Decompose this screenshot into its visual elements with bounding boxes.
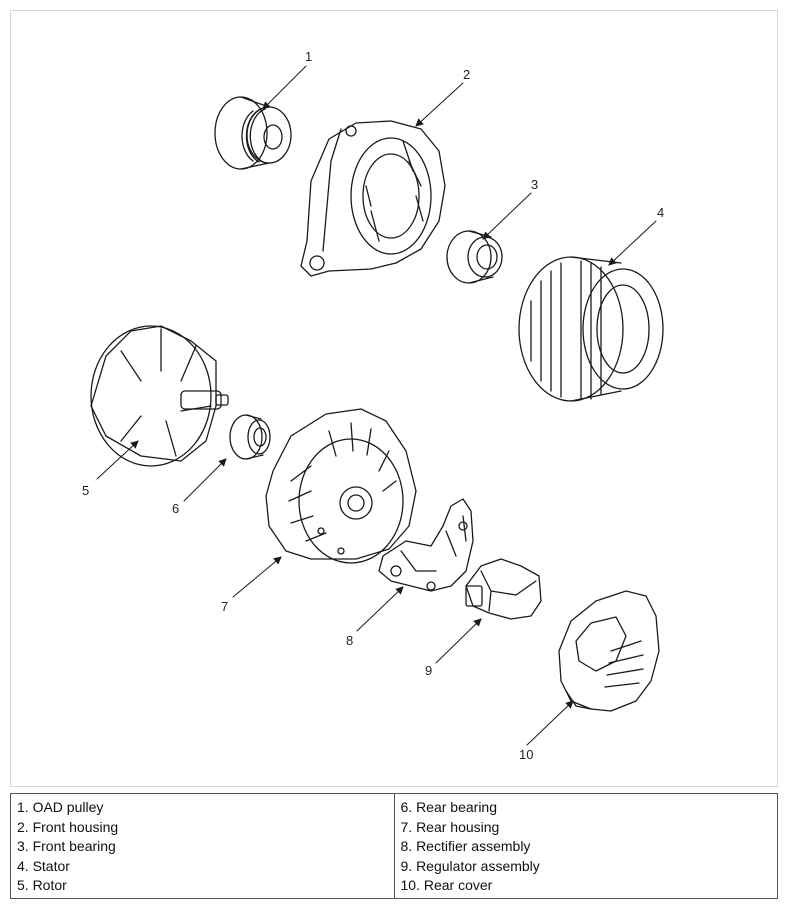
legend-column-left: 1. OAD pulley 2. Front housing 3. Front … — [11, 794, 394, 898]
legend-item-front-housing: 2. Front housing — [17, 818, 119, 835]
legend-item-rear-housing: 7. Rear housing — [400, 818, 500, 835]
callout-leaders — [96, 65, 657, 746]
oad-pulley-part — [214, 96, 292, 170]
legend-item-front-bearing: 3. Front bearing — [17, 838, 116, 855]
legend-column-right: 6. Rear bearing 7. Rear housing 8. Recti… — [393, 794, 778, 898]
rear-housing-part — [265, 408, 417, 564]
callout-8: 8 — [346, 633, 353, 648]
front-bearing-part — [446, 230, 503, 284]
callout-3: 3 — [531, 177, 538, 192]
regulator-assembly-part — [465, 558, 542, 620]
legend-item-stator: 4. Stator — [17, 857, 70, 874]
legend-item-rectifier-assembly: 8. Rectifier assembly — [400, 838, 531, 855]
callout-10: 10 — [519, 747, 533, 762]
callout-4: 4 — [657, 205, 664, 220]
callout-7: 7 — [221, 599, 228, 614]
callout-1: 1 — [305, 49, 312, 64]
front-housing-part — [300, 120, 446, 277]
stator-part — [518, 256, 664, 402]
rectifier-assembly-part — [378, 498, 474, 592]
legend-item-rear-cover: 10. Rear cover — [400, 877, 493, 894]
legend-item-oad-pulley: 1. OAD pulley — [17, 799, 104, 815]
rear-bearing-part — [229, 414, 271, 460]
callout-5: 5 — [82, 483, 89, 498]
parts-legend-table: 1. OAD pulley 2. Front housing 3. Front … — [10, 793, 778, 899]
callout-9: 9 — [425, 663, 432, 678]
exploded-diagram: 1 2 3 4 5 6 7 8 9 10 — [10, 10, 778, 787]
rear-cover-part — [558, 590, 660, 712]
legend-item-regulator-assembly: 9. Regulator assembly — [400, 857, 540, 874]
callout-6: 6 — [172, 501, 179, 516]
legend-item-rear-bearing: 6. Rear bearing — [400, 799, 498, 815]
rotor-part — [90, 325, 229, 467]
callout-2: 2 — [463, 67, 470, 82]
legend-item-rotor: 5. Rotor — [17, 877, 67, 894]
